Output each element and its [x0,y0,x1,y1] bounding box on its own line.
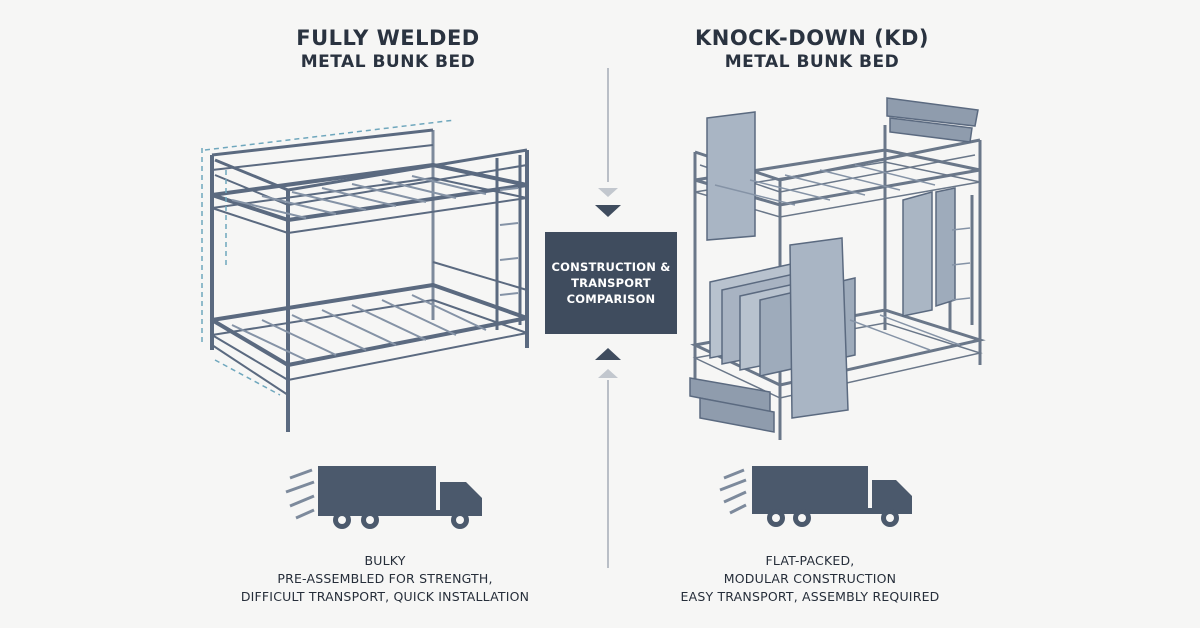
left-title: FULLY WELDED METAL BUNK BED [228,25,548,73]
comparison-label-box: CONSTRUCTION & TRANSPORT COMPARISON [545,232,677,334]
comparison-label-line1: CONSTRUCTION & [551,260,671,274]
dimension-lines [201,119,456,396]
welded-bunk-bed-icon [210,128,529,432]
comparison-label-line2: TRANSPORT [571,276,651,290]
comparison-label-line3: COMPARISON [566,292,656,306]
right-caption: FLAT-PACKED, MODULAR CONSTRUCTION EASY T… [640,552,980,606]
left-caption: BULKY PRE-ASSEMBLED FOR STRENGTH, DIFFIC… [215,552,555,606]
left-title-line1: FULLY WELDED [296,26,480,50]
kd-panels [689,97,979,433]
welded-bed-slats [231,175,519,361]
left-title-line2: METAL BUNK BED [300,52,476,72]
right-title-line2: METAL BUNK BED [724,52,900,72]
left-caption-line2: PRE-ASSEMBLED FOR STRENGTH, [277,571,493,586]
truck-icon [285,466,482,529]
left-caption-line3: DIFFICULT TRANSPORT, QUICK INSTALLATION [240,589,530,604]
right-caption-line3: EASY TRANSPORT, ASSEMBLY REQUIRED [680,589,940,604]
right-title: KNOCK-DOWN (KD) METAL BUNK BED [652,25,972,73]
right-caption-line1: FLAT-PACKED, [765,553,855,568]
right-caption-line2: MODULAR CONSTRUCTION [723,571,897,586]
truck-icon [719,466,912,527]
up-arrow-icon [595,348,621,378]
right-title-line1: KNOCK-DOWN (KD) [694,26,929,50]
kd-slats [714,164,971,351]
down-arrow-icon [595,188,621,217]
left-caption-line1: BULKY [364,553,406,568]
